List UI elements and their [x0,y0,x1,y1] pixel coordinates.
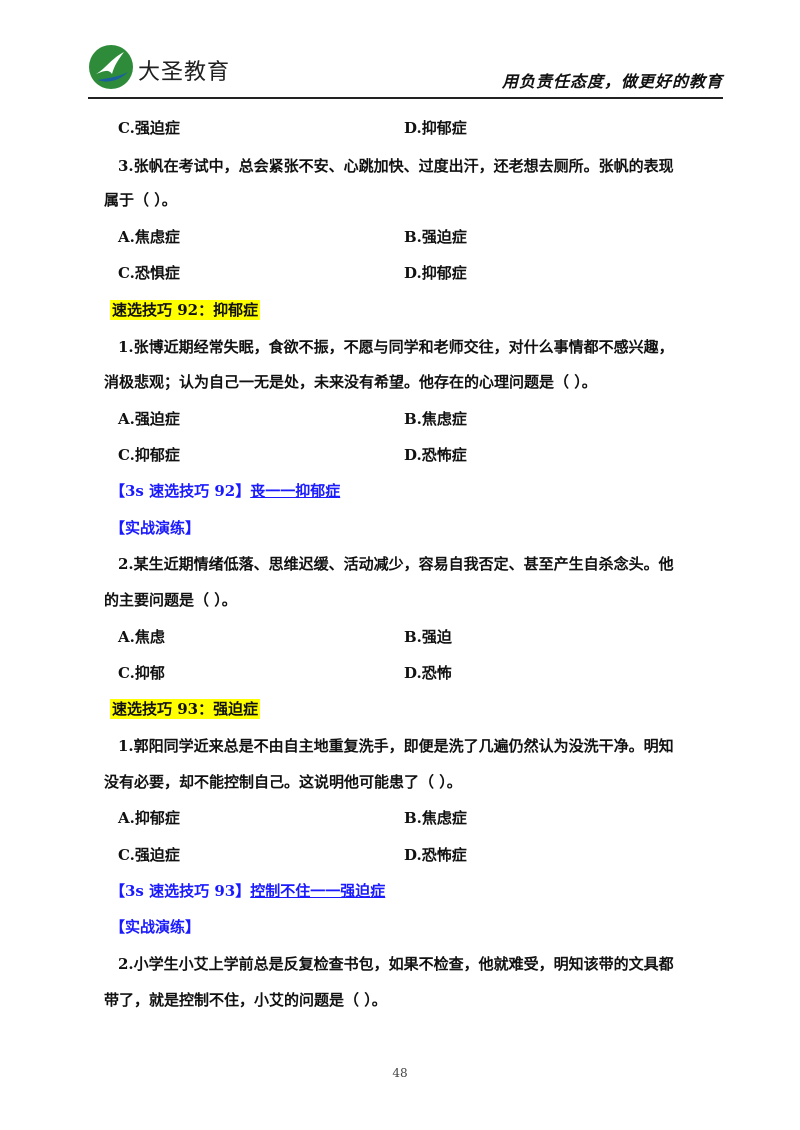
header-slogan: 用负责任态度，做更好的教育 [501,72,723,91]
page-number: 48 [392,1066,408,1080]
option-c: C.恐惧症 [118,264,180,282]
section-heading: 速选技巧 92：抑郁症 [110,300,261,320]
quick-tip-label: 【3s 速选技巧 92】 [110,482,251,500]
option-d: D.抑郁症 [404,264,467,282]
question-text: 1.郭阳同学近来总是不由自主地重复洗手，即便是洗了几遍仍然认为没洗干净。明知 [118,737,674,755]
option-d: D.恐怖症 [404,446,467,464]
option-c: C.抑郁 [118,664,165,682]
question-text: 2.某生近期情绪低落、思维迟缓、活动减少，容易自我否定、甚至产生自杀念头。他 [118,555,674,573]
page-header: 大圣教育 用负责任态度，做更好的教育 [88,42,723,98]
header-divider [88,97,723,99]
option-b: B.强迫 [404,628,452,646]
question-text: 属于（ ）。 [104,191,177,209]
question-text: 1.张博近期经常失眠，食欲不振，不愿与同学和老师交往，对什么事情都不感兴趣， [118,338,674,356]
quick-tip-link[interactable]: 丧一一抑郁症 [250,482,341,500]
question-text: 3.张帆在考试中，总会紧张不安、心跳加快、过度出汗，还老想去厕所。张帆的表现 [118,157,674,175]
highlighted-heading: 速选技巧 93：强迫症 [110,699,261,719]
option-b: B.焦虑症 [404,410,467,428]
option-a: A.强迫症 [118,410,180,428]
option-a: A.抑郁症 [118,809,180,827]
practice-heading: 【实战演练】 [110,519,201,537]
option-c: C.强迫症 [118,119,180,137]
quick-tip: 【3s 速选技巧 93】控制不住一一强迫症 [110,881,385,901]
option-d: D.抑郁症 [404,119,467,137]
option-c: C.抑郁症 [118,446,180,464]
question-text: 带了，就是控制不住，小艾的问题是（ ）。 [104,991,387,1009]
option-d: D.恐怖症 [404,846,467,864]
option-a: A.焦虑症 [118,228,180,246]
question-text: 的主要问题是（ ）。 [104,591,237,609]
question-text: 2.小学生小艾上学前总是反复检查书包，如果不检查，他就难受，明知该带的文具都 [118,955,674,973]
question-text: 没有必要，却不能控制自己。这说明他可能患了（ ）。 [104,773,462,791]
option-b: B.焦虑症 [404,809,467,827]
option-b: B.强迫症 [404,228,467,246]
quick-tip-link[interactable]: 控制不住一一强迫症 [250,882,386,900]
swallow-bird-logo [89,45,133,89]
option-a: A.焦虑 [118,628,165,646]
quick-tip: 【3s 速选技巧 92】丧一一抑郁症 [110,481,340,501]
highlighted-heading: 速选技巧 92：抑郁症 [110,300,261,320]
question-text: 消极悲观；认为自己一无是处，未来没有希望。他存在的心理问题是（ ）。 [104,373,597,391]
option-d: D.恐怖 [404,664,452,682]
brand-name: 大圣教育 [138,60,231,85]
practice-heading: 【实战演练】 [110,918,201,936]
quick-tip-label: 【3s 速选技巧 93】 [110,882,251,900]
option-c: C.强迫症 [118,846,180,864]
section-heading: 速选技巧 93：强迫症 [110,699,261,719]
